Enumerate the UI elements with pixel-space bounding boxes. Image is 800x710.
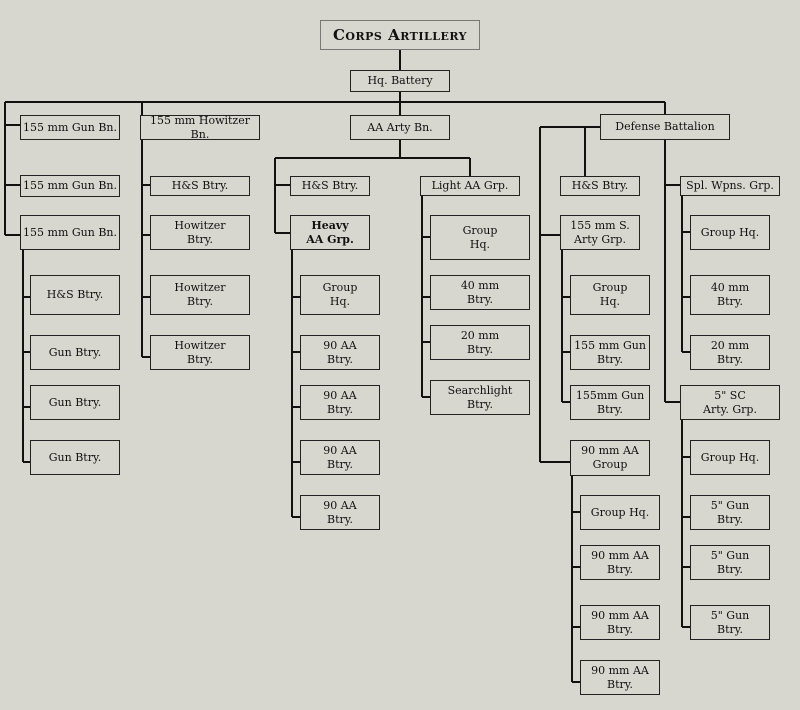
light-aa-grp: Light AA Grp.: [420, 176, 520, 196]
gun-bn-1: 155 mm Gun Bn.: [20, 115, 120, 140]
gun-bn-3-gun-btry: Gun Btry.: [30, 440, 120, 475]
defense-bn: Defense Battalion: [600, 114, 730, 140]
sa-arty-grp: 155 mm S. Arty Grp.: [560, 215, 640, 250]
howitzer-btry: Howitzer Btry.: [150, 275, 250, 315]
spl-wpns-group-hq: Group Hq.: [690, 215, 770, 250]
spl-wpns-grp: Spl. Wpns. Grp.: [680, 176, 780, 196]
gun-bn-3: 155 mm Gun Bn.: [20, 215, 120, 250]
howitzer-hs-btry: H&S Btry.: [150, 176, 250, 196]
light-aa-searchlight-btry: Searchlight Btry.: [430, 380, 530, 415]
sa-arty-155-gun-btry: 155 mm Gun Btry.: [570, 335, 650, 370]
light-aa-20mm-btry: 20 mm Btry.: [430, 325, 530, 360]
heavy-aa-group-hq: Group Hq.: [300, 275, 380, 315]
aa-hs-btry: H&S Btry.: [290, 176, 370, 196]
aa-arty-bn: AA Arty Bn.: [350, 115, 450, 140]
aa-90-grp: 90 mm AA Group: [570, 440, 650, 476]
gun-bn-2: 155 mm Gun Bn.: [20, 175, 120, 197]
sc-arty-5in-gun-btry: 5" Gun Btry.: [690, 605, 770, 640]
light-aa-40mm-btry: 40 mm Btry.: [430, 275, 530, 310]
gun-bn-3-gun-btry: Gun Btry.: [30, 335, 120, 370]
howitzer-btry: Howitzer Btry.: [150, 215, 250, 250]
hq-battery: Hq. Battery: [350, 70, 450, 92]
howitzer-bn: 155 mm Howitzer Bn.: [140, 114, 260, 141]
sa-arty-group-hq: Group Hq.: [570, 275, 650, 315]
spl-wpns-40mm-btry: 40 mm Btry.: [690, 275, 770, 315]
sc-arty-group-hq: Group Hq.: [690, 440, 770, 475]
aa-90-btry: 90 mm AA Btry.: [580, 660, 660, 695]
aa-90-group-hq: Group Hq.: [580, 495, 660, 530]
heavy-aa-90-btry: 90 AA Btry.: [300, 440, 380, 475]
gun-bn-3-gun-btry: Gun Btry.: [30, 385, 120, 420]
sa-arty-155-gun-btry: 155mm Gun Btry.: [570, 385, 650, 420]
aa-90-btry: 90 mm AA Btry.: [580, 545, 660, 580]
aa-90-btry: 90 mm AA Btry.: [580, 605, 660, 640]
def-hs-btry: H&S Btry.: [560, 176, 640, 196]
chart-title: Corps Artillery: [320, 20, 480, 50]
sc-arty-5in-gun-btry: 5" Gun Btry.: [690, 495, 770, 530]
gun-bn-3-hs-btry: H&S Btry.: [30, 275, 120, 315]
sc-arty-grp: 5" SC Arty. Grp.: [680, 385, 780, 420]
sc-arty-5in-gun-btry: 5" Gun Btry.: [690, 545, 770, 580]
howitzer-btry: Howitzer Btry.: [150, 335, 250, 370]
heavy-aa-grp: Heavy AA Grp.: [290, 215, 370, 250]
heavy-aa-90-btry: 90 AA Btry.: [300, 495, 380, 530]
heavy-aa-90-btry: 90 AA Btry.: [300, 335, 380, 370]
heavy-aa-90-btry: 90 AA Btry.: [300, 385, 380, 420]
light-aa-group-hq: Group Hq.: [430, 215, 530, 260]
spl-wpns-20mm-btry: 20 mm Btry.: [690, 335, 770, 370]
